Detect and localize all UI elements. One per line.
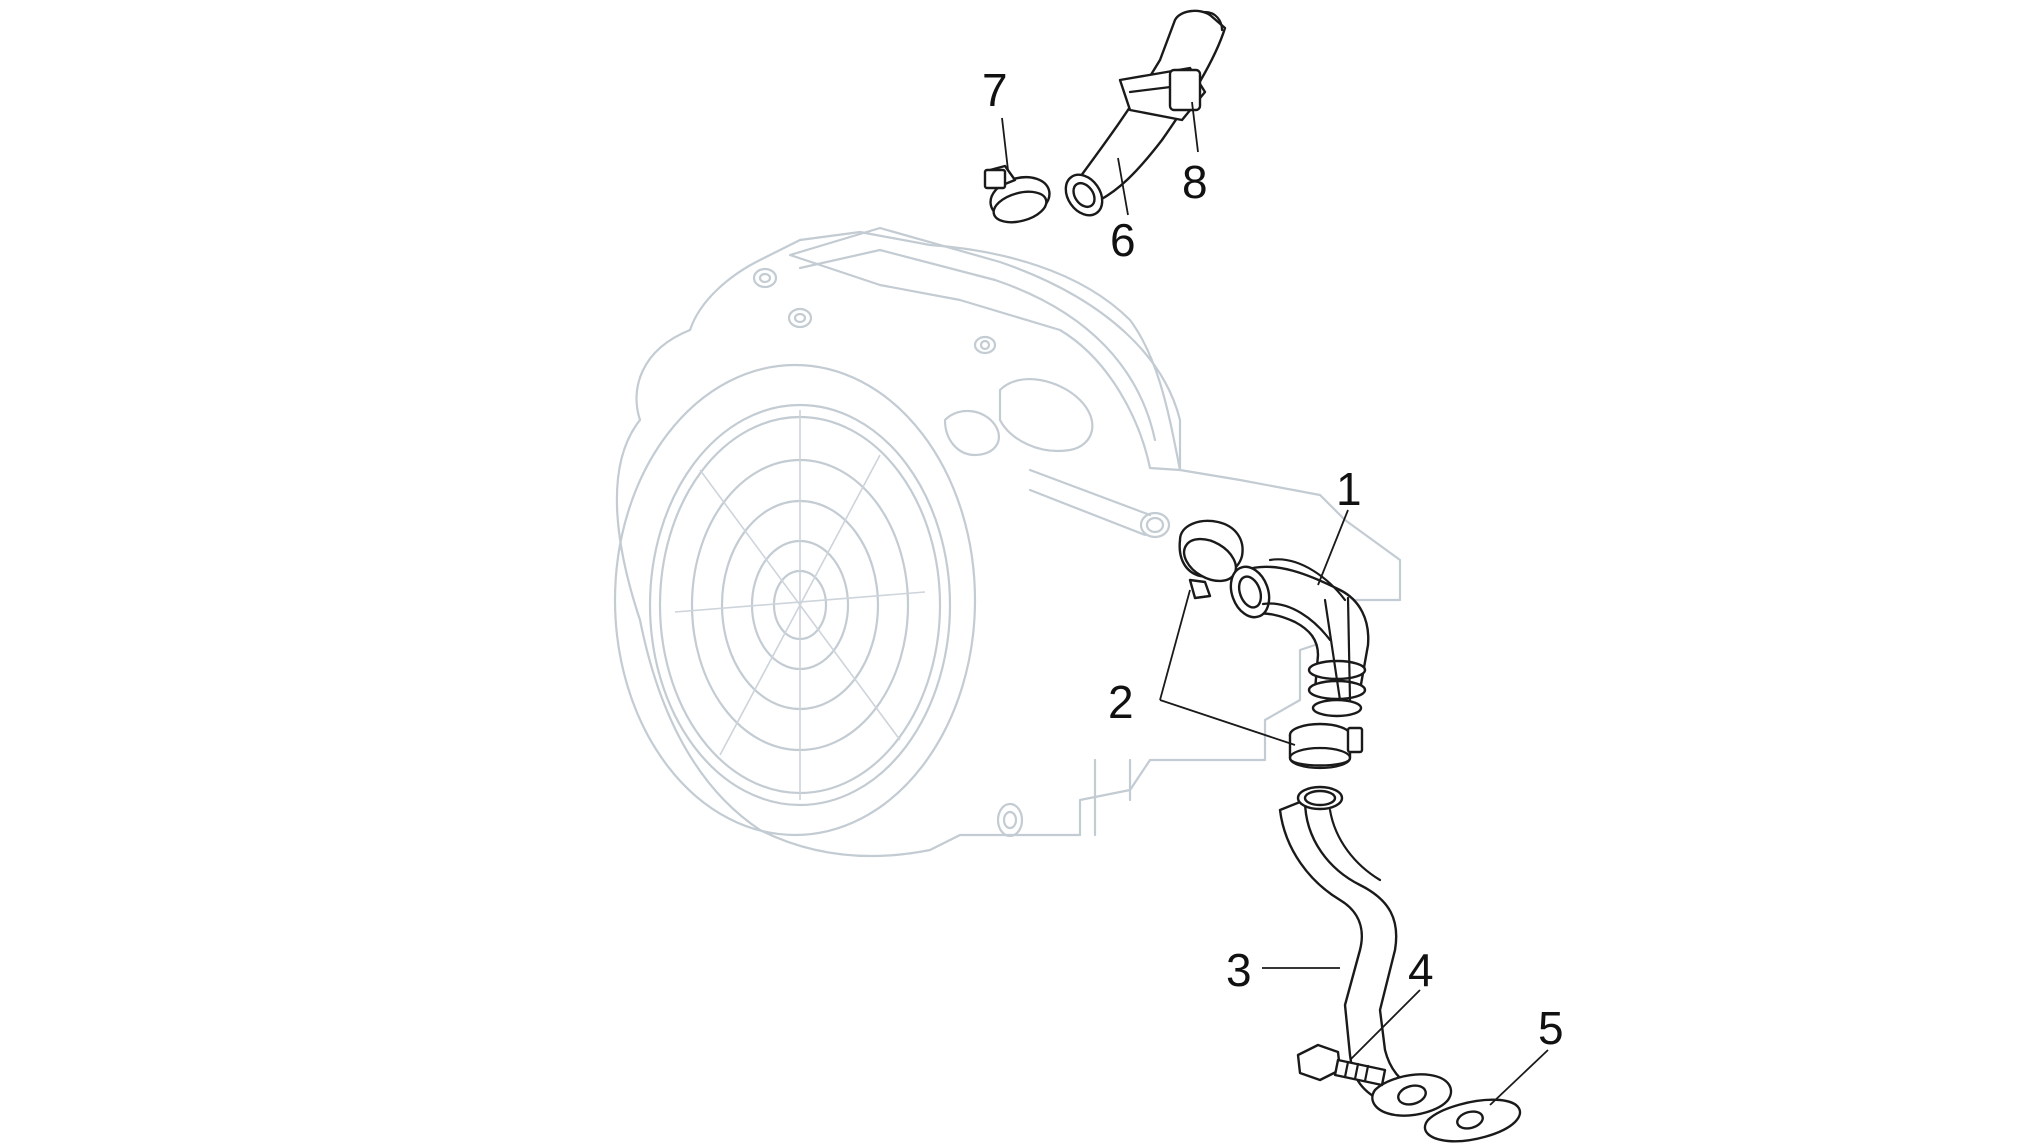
callout-5: 5 (1538, 1002, 1564, 1054)
leader-4 (1349, 989, 1421, 1061)
callout-7: 7 (982, 64, 1008, 116)
callout-3: 3 (1226, 944, 1252, 996)
leader-2a (1159, 589, 1191, 701)
leader-7 (1001, 117, 1009, 171)
leader-8 (1191, 101, 1199, 153)
leader-5 (1489, 1049, 1549, 1106)
callout-2: 2 (1108, 676, 1134, 728)
engine-cover-ghost (613, 226, 1402, 858)
callout-4: 4 (1408, 944, 1434, 996)
callout-6: 6 (1110, 214, 1136, 266)
callout-labels: 1 2 3 4 5 6 7 8 (982, 64, 1564, 1054)
callout-1: 1 (1336, 463, 1362, 515)
part-7-clamp (983, 164, 1051, 224)
leader-2b (1159, 699, 1296, 746)
part-3-flange (1371, 1073, 1453, 1117)
part-4-bolt (1296, 1043, 1387, 1087)
part-5-gasket (1423, 1098, 1522, 1143)
part-2-clamp-lower (1288, 722, 1364, 770)
part-1-elbow-hose (1229, 558, 1370, 718)
callout-8: 8 (1182, 156, 1208, 208)
part-2-clamp-upper (1178, 519, 1244, 600)
leader-lines (1001, 101, 1549, 1106)
part-8-clip (1118, 66, 1207, 122)
leader-6 (1117, 157, 1129, 216)
leader-1 (1317, 509, 1349, 586)
